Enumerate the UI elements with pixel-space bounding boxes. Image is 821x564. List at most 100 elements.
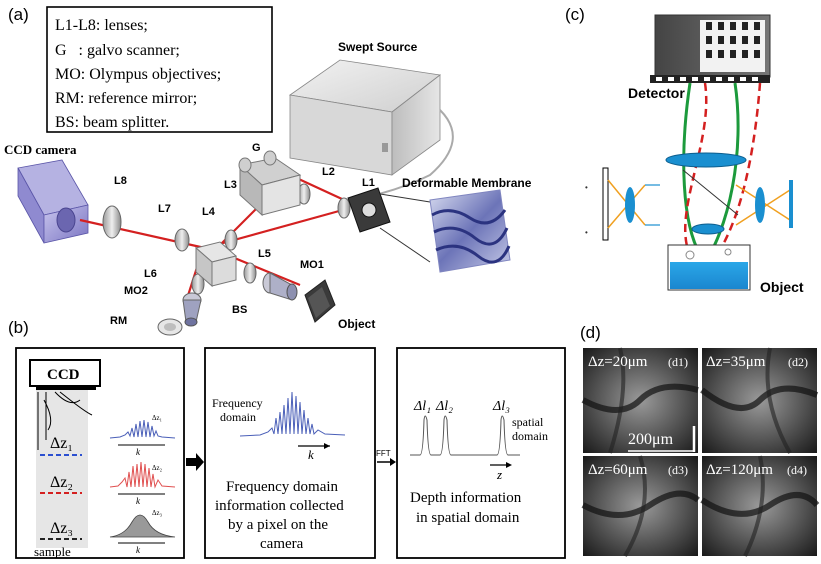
galvo-scanner [238, 150, 302, 217]
svg-text:•: • [585, 183, 588, 192]
object-sample [304, 279, 336, 323]
spectrum-dz2: Δz₂ k [109, 461, 176, 506]
tile-d3-dz: Δz=60μm [588, 462, 648, 478]
svg-text:•: • [585, 228, 588, 237]
object-label-c: Object [760, 279, 804, 295]
swept-source-box [288, 59, 441, 176]
object-label-a: Object [338, 317, 375, 331]
lens-L7 [174, 228, 190, 252]
b-box-frequency [204, 347, 376, 559]
lens-L1 [337, 197, 351, 219]
arrow-b1 [186, 453, 204, 471]
b-box-spatial [396, 347, 566, 559]
dz3-label: Δz₃ [50, 520, 73, 537]
label-L2: L2 [322, 166, 335, 178]
fft-label: FFT [376, 449, 391, 458]
dz1-label: Δz₁ [50, 435, 73, 452]
panel-label-d: (d) [580, 323, 601, 342]
label-L6: L6 [144, 268, 157, 280]
freq-caption-1: Frequency domain [226, 479, 339, 495]
frequency-domain-label-1: Frequency [212, 396, 263, 410]
fiber-cable [361, 109, 454, 199]
detector-label: Detector [628, 85, 685, 101]
ccd-label: CCD [47, 367, 80, 383]
svg-text:Δz₁: Δz₁ [152, 414, 162, 422]
objective-MO2 [182, 292, 202, 327]
reference-mirror [157, 318, 183, 336]
label-L4: L4 [202, 206, 216, 218]
zoom-line-top [379, 193, 431, 203]
diagonal-ray [682, 169, 739, 216]
svg-text:k: k [136, 545, 141, 555]
swept-source-label: Swept Source [338, 40, 418, 54]
tile-d4-dz: Δz=120μm [706, 462, 773, 478]
spectrum-dz3: Δz₃ k [109, 509, 176, 555]
spatial-label-2: domain [512, 429, 548, 443]
tile-d3-tag: (d3) [668, 463, 688, 477]
tile-d1-dz: Δz=20μm [588, 354, 648, 370]
zoom-line-bottom [379, 227, 431, 263]
label-L7: L7 [158, 203, 171, 215]
label-MO1: MO1 [300, 259, 324, 271]
lens-c-upper [665, 152, 747, 168]
label-L3: L3 [224, 179, 237, 191]
lens-L5 [243, 262, 257, 284]
panel-label-b: (b) [8, 318, 29, 337]
lens-L8 [102, 205, 122, 239]
spatial-label-1: spatial [512, 415, 544, 429]
k-label-freq: k [308, 447, 314, 462]
label-L1: L1 [362, 177, 375, 189]
dz2-label: Δz₂ [50, 474, 73, 491]
reflection-arrows [37, 391, 93, 450]
deformable-membrane-label: Deformable Membrane [402, 176, 532, 190]
beam-paths [79, 174, 356, 306]
dl2-label: Δl₂ [435, 399, 453, 414]
z-label: z [496, 467, 502, 482]
label-BS: BS [232, 304, 247, 316]
sample-column [36, 390, 88, 548]
label-L5: L5 [258, 248, 271, 260]
depth-caption-2: in spatial domain [416, 510, 520, 526]
membrane-mount [347, 187, 391, 233]
freq-caption-4: camera [260, 536, 304, 552]
spectrum-dz1: Δz₁ k [109, 414, 176, 457]
fft-arrowhead [390, 458, 396, 466]
svg-text:Δz₃: Δz₃ [152, 509, 163, 517]
microscopy-tile-d4 [700, 455, 820, 557]
side-detail-left: • • [585, 167, 660, 241]
tile-d2-tag: (d2) [788, 355, 808, 369]
spatial-peaks [410, 415, 520, 468]
legend-line-3: MO: Olympus objectives; [55, 66, 221, 83]
legend-line-5: BS: beam splitter. [55, 114, 169, 131]
objective-MO1 [262, 272, 298, 301]
depth-caption-1: Depth information [410, 490, 522, 506]
freq-caption-2: information collected [215, 498, 344, 514]
dl3-label: Δl₃ [492, 399, 510, 414]
lens-L4 [224, 229, 238, 251]
beam-splitter [194, 241, 238, 288]
microscopy-tile-d2 [700, 347, 819, 454]
detector [650, 14, 771, 83]
membrane-surface [429, 189, 511, 273]
panel-label-a: (a) [8, 5, 29, 24]
sample-label: sample [34, 544, 71, 559]
tile-d1-tag: (d1) [668, 355, 688, 369]
svg-text:k: k [136, 447, 141, 457]
panel-label-c: (c) [565, 5, 585, 24]
tile-d4-tag: (d4) [787, 463, 807, 477]
label-RM: RM [110, 315, 127, 327]
dl1-label: Δl₁ [413, 399, 431, 414]
label-G: G [252, 142, 261, 154]
lens-c-lower [691, 223, 725, 235]
legend-line-2: G : galvo scanner; [55, 42, 180, 59]
svg-text:Δz₂: Δz₂ [152, 464, 163, 472]
side-detail-right [735, 180, 793, 228]
ccd-camera [17, 159, 89, 244]
legend-line-4: RM: reference mirror; [55, 90, 197, 107]
object-container [667, 244, 751, 291]
tile-d2-dz: Δz=35μm [706, 354, 766, 370]
microscopy-tile-d1 [581, 347, 699, 454]
ccd-bar [36, 386, 96, 390]
label-MO2: MO2 [124, 285, 148, 297]
frequency-domain-label-2: domain [220, 410, 256, 424]
